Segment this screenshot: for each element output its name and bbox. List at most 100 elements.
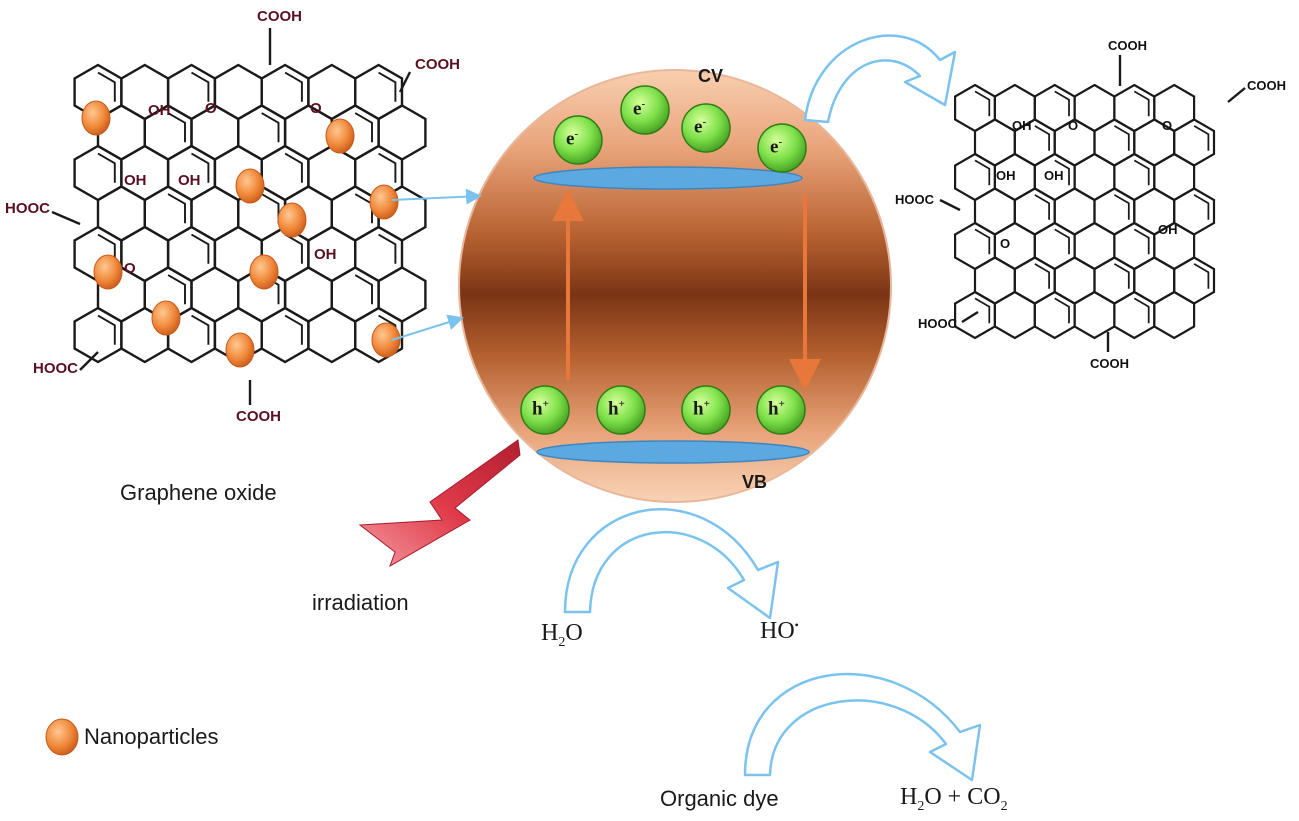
double-bond xyxy=(167,274,186,305)
substituent-bond xyxy=(1227,87,1246,103)
o-group-label: O xyxy=(1000,236,1011,251)
oh-group-label: OH xyxy=(124,172,147,189)
semiconductor-sphere xyxy=(458,69,892,503)
reduction-curved-arrow xyxy=(803,34,957,124)
substituent-bond xyxy=(398,71,412,93)
double-bond xyxy=(974,297,991,324)
oxidation-curved-arrow xyxy=(563,508,780,620)
substituent-bond xyxy=(79,351,99,371)
double-bond xyxy=(261,112,280,143)
hole-particle xyxy=(596,385,646,435)
double-bond xyxy=(284,152,303,183)
electron-label: e- xyxy=(770,136,783,158)
o-group-label: O xyxy=(1162,118,1173,133)
electron-label: e- xyxy=(633,98,646,120)
o-group-label: O xyxy=(205,100,217,117)
oh-group-label: OH xyxy=(314,246,337,263)
substituent-bond xyxy=(939,198,961,212)
electron-transfer-arrow xyxy=(391,314,464,341)
double-bond xyxy=(1034,194,1050,220)
double-bond xyxy=(1034,263,1050,289)
hooc-group-label: HOOC xyxy=(33,360,78,377)
o-group-label: O xyxy=(310,100,322,117)
carbon-ring xyxy=(1073,290,1116,340)
hole-particle xyxy=(756,385,806,435)
oh-group-label: OH xyxy=(1158,222,1178,237)
electron-label: e- xyxy=(694,116,707,138)
cooh-group-label: COOH xyxy=(257,8,302,25)
substituent-bond xyxy=(961,310,979,324)
carbon-ring xyxy=(354,306,404,364)
double-bond xyxy=(1054,90,1070,117)
valence-band-label: VB xyxy=(742,472,768,492)
graphene-oxide-structure-left xyxy=(51,28,427,405)
double-bond xyxy=(1034,125,1050,151)
double-bond xyxy=(167,112,186,143)
valence-band xyxy=(536,440,810,464)
carbon-ring xyxy=(1153,290,1196,340)
oh-group-label: OH xyxy=(178,172,201,189)
double-bond xyxy=(1133,159,1150,186)
o-group-label: O xyxy=(124,260,136,277)
double-bond xyxy=(191,152,210,183)
electron-particle xyxy=(620,85,670,135)
double-bond xyxy=(378,152,397,183)
double-bond xyxy=(191,233,210,264)
double-bond xyxy=(354,193,373,224)
double-bond xyxy=(378,71,397,102)
electron-particle xyxy=(681,103,731,153)
hydroxyl-radical-label: HO• xyxy=(760,618,799,644)
electron-particle xyxy=(553,115,603,165)
nanoparticle xyxy=(225,332,255,368)
cooh-group-label: COOH xyxy=(415,56,460,73)
double-bond xyxy=(1113,263,1130,289)
products-label: H2O + CO2 xyxy=(900,784,1008,814)
nanoparticle xyxy=(81,100,111,136)
reduced-graphene-structure-right xyxy=(939,55,1246,352)
double-bond xyxy=(1054,297,1070,324)
nanoparticle xyxy=(369,184,399,220)
irradiation-caption: irradiation xyxy=(312,590,409,615)
hole-label: h+ xyxy=(693,398,710,420)
electron-transfer-arrow xyxy=(391,188,482,205)
hooc-group-label: HOOC xyxy=(895,192,934,207)
nanoparticle xyxy=(249,254,279,290)
nanoparticle xyxy=(371,322,401,358)
double-bond xyxy=(167,193,186,224)
conduction-band xyxy=(533,166,803,190)
hole-label: h+ xyxy=(768,398,785,420)
hooc-group-label: HOOC xyxy=(5,200,50,217)
double-bond xyxy=(191,314,210,345)
hole-particle xyxy=(520,385,570,435)
double-bond xyxy=(974,159,991,186)
double-bond xyxy=(97,152,116,183)
double-bond xyxy=(1113,125,1130,151)
double-bond xyxy=(284,233,303,264)
double-bond xyxy=(284,71,303,102)
nanoparticle-legend-icon xyxy=(45,718,79,756)
double-bond xyxy=(1193,263,1210,289)
double-bond xyxy=(1054,228,1070,255)
cooh-group-label: COOH xyxy=(1247,78,1286,93)
electron-particle xyxy=(757,123,807,173)
organic-dye-label: Organic dye xyxy=(660,786,779,811)
graphene-oxide-caption: Graphene oxide xyxy=(120,480,277,505)
double-bond xyxy=(191,71,210,102)
double-bond xyxy=(1193,194,1210,220)
nanoparticle xyxy=(93,254,123,290)
double-bond xyxy=(284,314,303,345)
hole-label: h+ xyxy=(608,398,625,420)
carbon-ring xyxy=(307,306,357,364)
electron-label: e- xyxy=(566,128,579,150)
hole-label: h+ xyxy=(532,398,549,420)
double-bond xyxy=(97,71,116,102)
degradation-curved-arrow xyxy=(743,673,982,782)
double-bond xyxy=(354,112,373,143)
double-bond xyxy=(974,228,991,255)
nanoparticle xyxy=(235,168,265,204)
carbon-ring xyxy=(993,290,1036,340)
hooc-group-label: HOOC xyxy=(918,316,957,331)
o-group-label: O xyxy=(1068,118,1079,133)
double-bond xyxy=(1133,297,1150,324)
irradiation-bolt-icon xyxy=(358,439,521,568)
